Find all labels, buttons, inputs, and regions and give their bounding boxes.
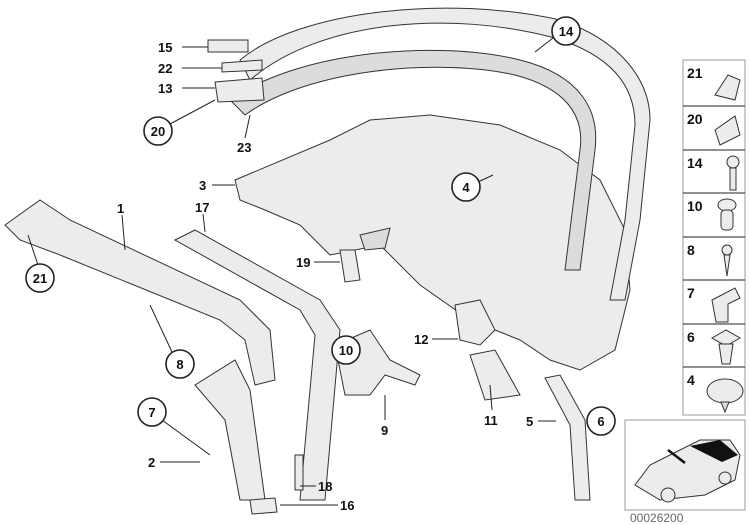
image-number: 00026200 <box>630 511 684 525</box>
callout-21: 21 <box>33 271 47 286</box>
legend-number-21: 21 <box>687 65 703 81</box>
callout-5: 5 <box>526 414 533 429</box>
callouts-plain: 15 22 13 23 3 17 1 19 12 9 11 5 2 18 16 <box>117 40 533 513</box>
callout-2: 2 <box>148 455 155 470</box>
plastic-nut-icon <box>710 329 742 365</box>
leader-lines <box>27 37 556 506</box>
callout-13: 13 <box>158 81 172 96</box>
callouts-circled: 14 20 4 21 8 10 7 6 <box>25 16 616 436</box>
side-trim-pieces <box>4 39 591 515</box>
tapping-screw-icon <box>721 244 733 277</box>
screw-icon <box>726 155 740 191</box>
callout-1: 1 <box>117 201 124 216</box>
rear-trim-panel <box>234 114 631 371</box>
legend-number-8: 8 <box>687 242 695 258</box>
callout-19: 19 <box>296 255 310 270</box>
callout-4: 4 <box>462 180 470 195</box>
callout-3: 3 <box>199 178 206 193</box>
callout-12: 12 <box>414 332 428 347</box>
retainer-clip-icon <box>711 287 741 323</box>
callout-15: 15 <box>158 40 172 55</box>
clamp-icon <box>714 115 741 146</box>
callout-20: 20 <box>151 124 165 139</box>
callout-10: 10 <box>339 343 353 358</box>
legend-number-14: 14 <box>687 155 703 171</box>
callout-16: 16 <box>340 498 354 513</box>
callout-14: 14 <box>559 24 574 39</box>
callout-6: 6 <box>597 414 604 429</box>
legend-number-6: 6 <box>687 329 695 345</box>
plug-icon <box>706 378 744 414</box>
callout-7: 7 <box>148 405 155 420</box>
legend-number-4: 4 <box>687 372 695 388</box>
hood-frame-seal <box>229 7 651 301</box>
legend-number-20: 20 <box>687 111 703 127</box>
fastener-legend: 21 20 14 10 8 7 6 4 <box>682 59 746 416</box>
expanding-nut-icon <box>717 198 737 231</box>
callout-23: 23 <box>237 140 251 155</box>
callout-22: 22 <box>158 61 172 76</box>
legend-number-7: 7 <box>687 285 695 301</box>
callout-17: 17 <box>195 200 209 215</box>
callout-11: 11 <box>484 413 498 428</box>
callout-8: 8 <box>176 357 183 372</box>
callout-18: 18 <box>318 479 332 494</box>
legend-number-10: 10 <box>687 198 703 214</box>
vehicle-location-thumbnail <box>624 419 746 511</box>
clip-icon <box>714 74 741 101</box>
callout-9: 9 <box>381 423 388 438</box>
